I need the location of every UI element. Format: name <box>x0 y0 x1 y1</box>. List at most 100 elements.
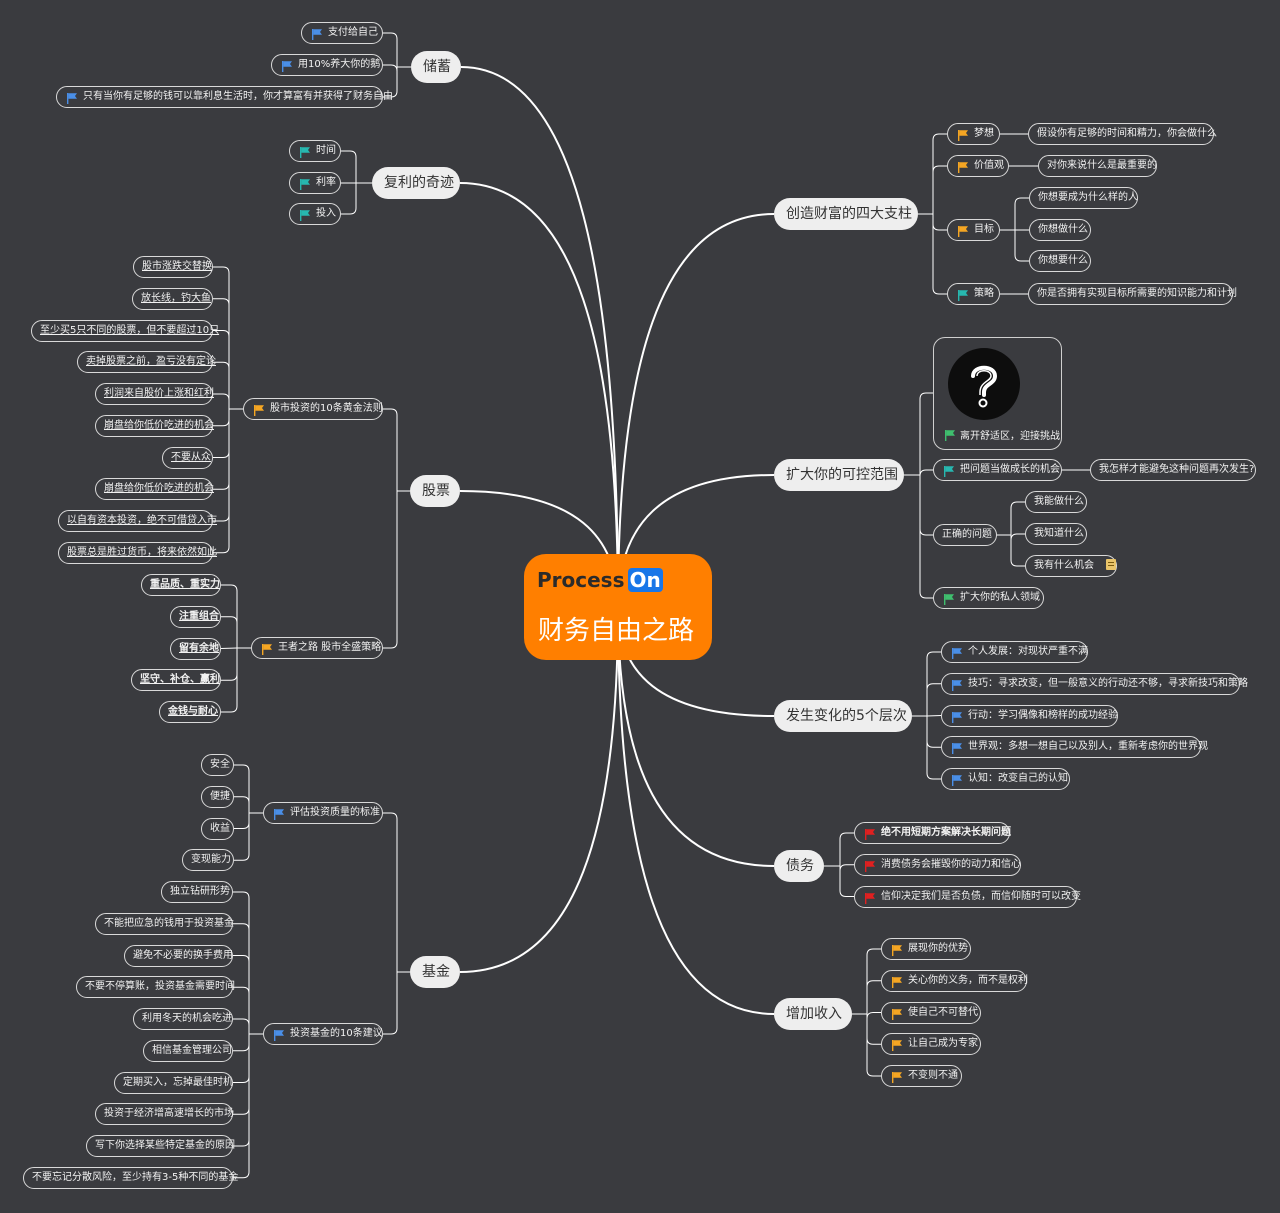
topic-node[interactable]: 股市投资的10条黄金法则 <box>243 398 383 420</box>
branch-node[interactable]: 发生变化的5个层次 <box>774 700 912 732</box>
topic-node[interactable]: 金钱与耐心 <box>159 701 221 723</box>
topic-node[interactable]: 梦想 <box>947 123 1000 145</box>
topic-node[interactable]: 世界观：多想一想自己以及别人，重新考虑你的世界观 <box>941 736 1208 759</box>
topic-node[interactable]: 股市涨跌交替换 <box>133 256 213 278</box>
topic-node[interactable]: 用10%养大你的鹅 <box>271 54 383 76</box>
branch-node[interactable]: 债务 <box>774 850 824 882</box>
branch-node[interactable]: 复利的奇迹 <box>372 167 460 199</box>
topic-node[interactable]: 评估投资质量的标准 <box>263 802 383 824</box>
topic-node[interactable]: 绝不用短期方案解决长期问题 <box>854 822 1011 844</box>
topic-node[interactable]: 注重组合 <box>170 605 221 628</box>
topic-node[interactable]: 至少买5只不同的股票，但不要超过10只 <box>31 319 219 342</box>
topic-node[interactable]: 展现你的优势 <box>881 938 971 960</box>
topic-node[interactable]: 崩盘给你低价吃进的机会 <box>95 478 214 501</box>
flag-icon <box>299 146 311 158</box>
topic-node[interactable]: 利用冬天的机会吃进 <box>133 1008 233 1030</box>
topic-node[interactable]: 我知道什么 <box>1025 523 1087 545</box>
topic-label: 便捷 <box>210 790 230 802</box>
topic-label: 使自己不可替代 <box>908 1006 978 1018</box>
topic-node[interactable]: 只有当你有足够的钱可以靠利息生活时，你才算富有并获得了财务自由 <box>56 86 393 108</box>
topic-node[interactable]: 你想要什么 <box>1029 250 1091 272</box>
topic-node[interactable]: 放长线，钓大鱼 <box>132 287 213 310</box>
connector-line <box>383 491 398 649</box>
topic-node[interactable]: 利率 <box>289 172 341 194</box>
topic-node[interactable]: 信仰决定我们是否负债，而信仰随时可以改变 <box>854 885 1081 908</box>
topic-node[interactable]: 你是否拥有实现目标所需要的知识能力和计划 <box>1028 283 1237 305</box>
topic-node[interactable]: 定期买入，忘掉最佳时机 <box>114 1071 233 1094</box>
topic-node[interactable]: 留有余地 <box>170 637 221 660</box>
topic-node[interactable]: 卖掉股票之前，盈亏没有定论 <box>77 351 216 374</box>
topic-node[interactable]: 安全 <box>201 754 234 776</box>
topic-node[interactable]: 扩大你的私人领域 <box>933 587 1044 609</box>
connector-line <box>459 182 619 608</box>
topic-node[interactable]: 你想做什么 <box>1029 219 1091 241</box>
topic-node[interactable]: 我怎样才能避免这种问题再次发生? <box>1090 459 1256 481</box>
topic-node[interactable]: 对你来说什么是最重要的 <box>1038 155 1157 177</box>
image-topic-card[interactable]: 离开舒适区，迎接挑战 <box>933 337 1062 450</box>
topic-node[interactable]: 股票总是胜过货币，将来依然如此 <box>58 541 217 564</box>
branch-node[interactable]: 增加收入 <box>774 998 852 1030</box>
topic-node[interactable]: 我能做什么 <box>1025 491 1087 513</box>
topic-label: 放长线，钓大鱼 <box>141 292 211 304</box>
topic-node[interactable]: 正确的问题 <box>933 524 997 546</box>
topic-node[interactable]: 相信基金管理公司 <box>143 1039 233 1062</box>
topic-node[interactable]: 策略 <box>947 283 1000 305</box>
topic-node[interactable]: 认知：改变自己的认知 <box>941 768 1070 790</box>
connector-line <box>383 812 398 972</box>
topic-node[interactable]: 目标 <box>947 219 1000 241</box>
topic-node[interactable]: 关心你的义务，而不是权利 <box>881 969 1028 992</box>
branch-label: 复利的奇迹 <box>384 175 454 191</box>
topic-node[interactable]: 独立钻研形势 <box>161 881 233 903</box>
topic-label: 正确的问题 <box>942 529 992 540</box>
topic-node[interactable]: 假设你有足够的时间和精力，你会做什么 <box>1028 123 1217 145</box>
topic-node[interactable]: 个人发展：对现状严重不满 <box>941 641 1088 663</box>
topic-node[interactable]: 不要从众 <box>162 446 213 469</box>
topic-node[interactable]: 让自己成为专家 <box>881 1033 981 1056</box>
topic-node[interactable]: 以自有资本投资，绝不可借贷入市 <box>58 510 217 532</box>
topic-node[interactable]: 崩盘给你低价吃进的机会 <box>95 414 214 437</box>
topic-node[interactable]: 重品质、重实力 <box>141 574 221 596</box>
topic-node[interactable]: 利润来自股价上涨和红利 <box>95 383 214 405</box>
connector-line <box>839 866 854 897</box>
branch-node[interactable]: 股票 <box>410 475 460 507</box>
topic-node[interactable]: 避免不必要的换手费用 <box>124 944 233 967</box>
connector-line <box>926 651 941 716</box>
topic-node[interactable]: 不要不停算账，投资基金需要时间 <box>76 976 235 999</box>
topic-node[interactable]: 投入 <box>289 203 341 225</box>
topic-label: 不要从众 <box>171 451 211 463</box>
branch-node[interactable]: 基金 <box>410 956 460 988</box>
topic-node[interactable]: 投资于经济增高速增长的市场 <box>95 1103 234 1126</box>
topic-node[interactable]: 不变则不通 <box>881 1065 962 1087</box>
topic-node[interactable]: 行动：学习偶像和榜样的成功经验 <box>941 704 1118 727</box>
topic-label: 金钱与耐心 <box>168 706 218 717</box>
topic-label: 行动：学习偶像和榜样的成功经验 <box>968 709 1118 721</box>
topic-node[interactable]: 王者之路 股市全盛策略 <box>251 637 383 659</box>
topic-node[interactable]: 时间 <box>289 140 341 162</box>
topic-label: 策略 <box>974 288 994 299</box>
branch-node[interactable]: 储蓄 <box>411 51 461 83</box>
topic-node[interactable]: 不能把应急的钱用于投资基金 <box>95 912 234 935</box>
connector-line <box>926 683 941 716</box>
topic-label: 至少买5只不同的股票，但不要超过10只 <box>40 324 220 336</box>
topic-node[interactable]: 你想要成为什么样的人 <box>1029 187 1138 209</box>
topic-node[interactable]: 我有什么机会 <box>1025 555 1117 577</box>
topic-node[interactable]: 收益 <box>201 817 234 840</box>
topic-node[interactable]: 写下你选择某些特定基金的原因 <box>86 1135 235 1157</box>
topic-node[interactable]: 变现能力 <box>182 849 234 872</box>
topic-node[interactable]: 不要忘记分散风险，至少持有3-5种不同的基金 <box>23 1166 238 1189</box>
topic-node[interactable]: 使自己不可替代 <box>881 1001 981 1024</box>
connector-line <box>866 980 881 1014</box>
topic-node[interactable]: 支付给自己 <box>301 22 383 44</box>
topic-node[interactable]: 坚守、补仓、赢利 <box>131 669 221 692</box>
branch-node[interactable]: 创造财富的四大支柱 <box>774 198 918 230</box>
topic-node[interactable]: 价值观 <box>947 155 1009 177</box>
topic-node[interactable]: 把问题当做成长的机会 <box>933 459 1062 481</box>
branch-node[interactable]: 扩大你的可控范围 <box>774 459 904 491</box>
topic-node[interactable]: 便捷 <box>201 785 234 808</box>
note-icon[interactable] <box>1106 559 1116 570</box>
topic-node[interactable]: 投资基金的10条建议 <box>263 1023 383 1045</box>
topic-node[interactable]: 消费债务会摧毁你的动力和信心 <box>854 853 1021 876</box>
branch-label: 债务 <box>786 858 814 874</box>
topic-node[interactable]: 技巧：寻求改变，但一般意义的行动还不够，寻求新技巧和策略 <box>941 672 1248 695</box>
